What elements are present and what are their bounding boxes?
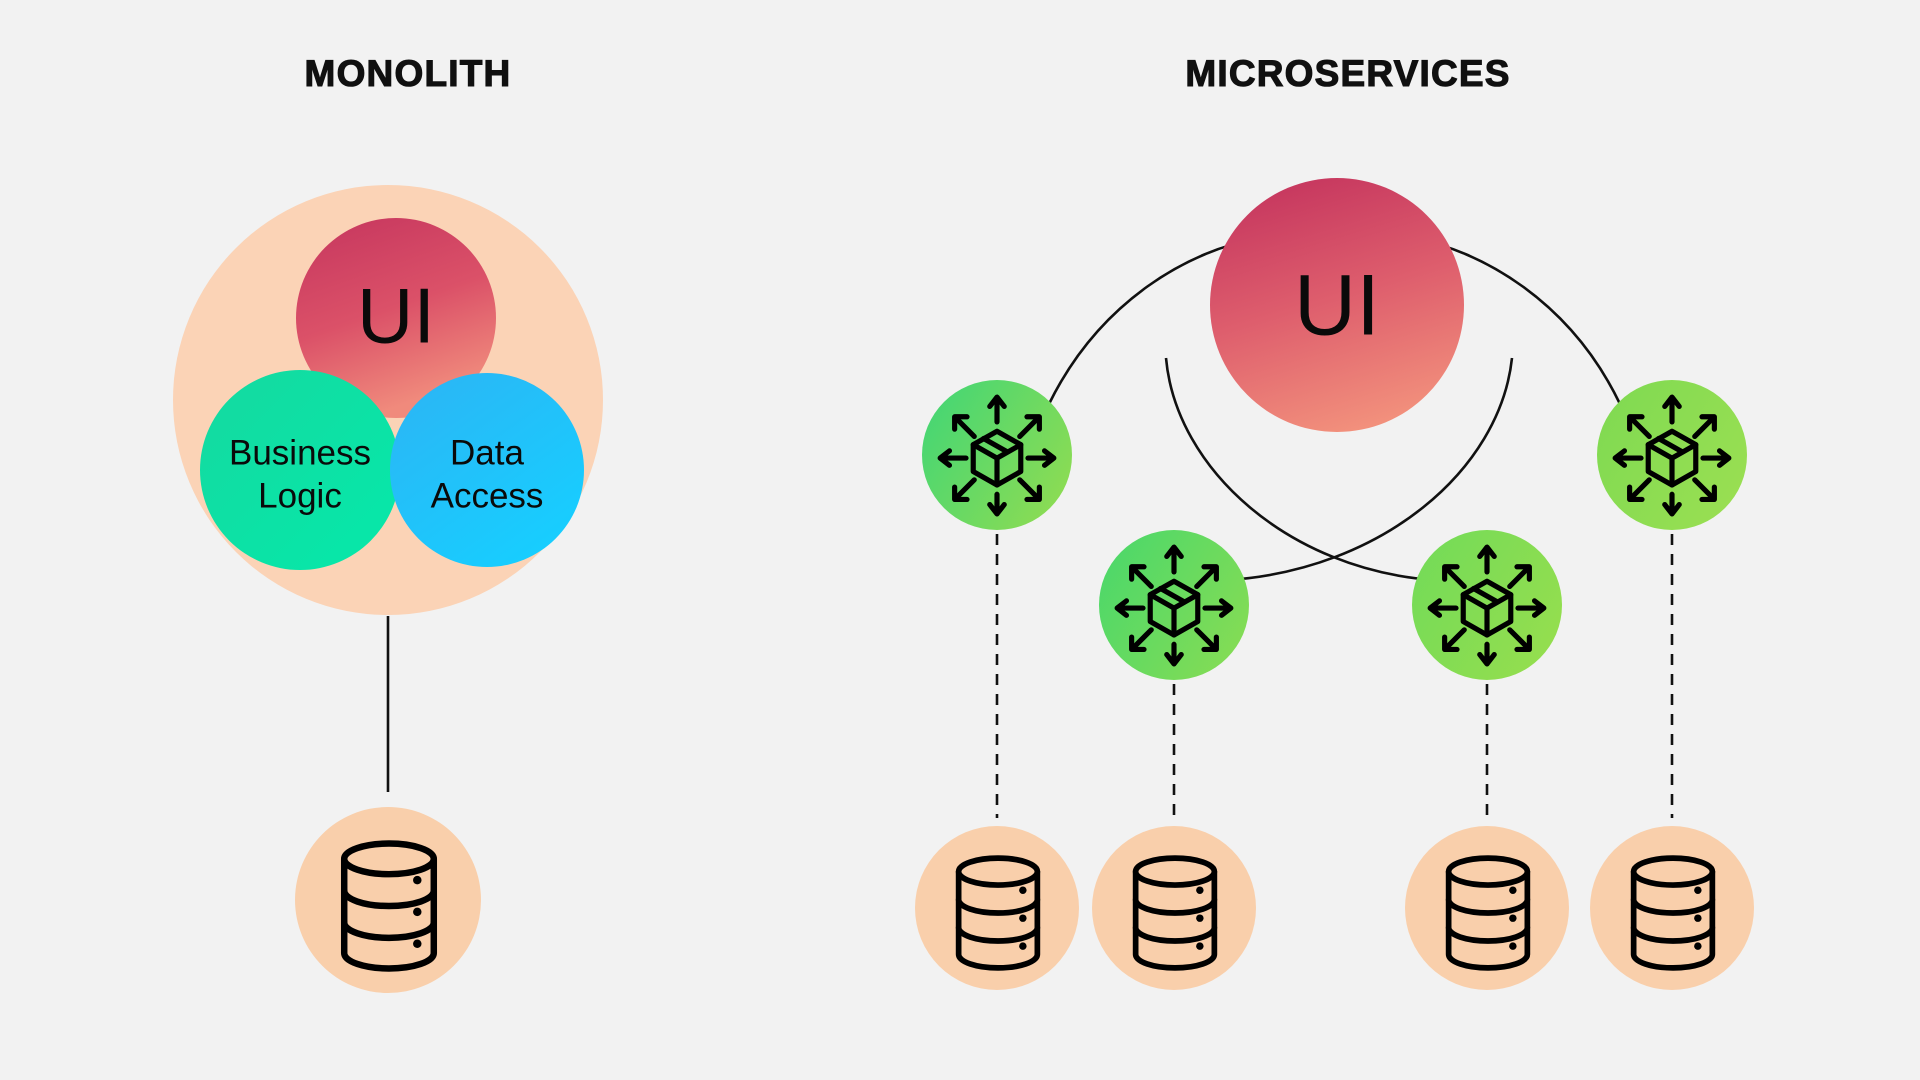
monolith-data-access-label-line1: Data (450, 433, 524, 472)
microservice-node-2[interactable] (1099, 530, 1249, 680)
microservice-database-4[interactable] (1590, 826, 1754, 990)
microservice-database-1[interactable] (915, 826, 1079, 990)
service-node-icon (1430, 547, 1544, 664)
microservice-node-3[interactable] (1412, 530, 1562, 680)
microservices-ui[interactable]: UI (1210, 178, 1464, 432)
monolith-component-data-access[interactable]: Data Access (390, 373, 584, 567)
microservice-database-2[interactable] (1092, 826, 1256, 990)
monolith-data-access-label-line2: Access (431, 476, 544, 515)
monolith-group: UI Business Logic Data Access (173, 185, 603, 993)
monolith-component-ui[interactable]: UI (296, 218, 496, 418)
monolith-database[interactable] (295, 807, 481, 993)
panel-title-microservices: MICROSERVICES (1185, 52, 1511, 94)
link-ui-to-service-3 (1164, 357, 1435, 582)
microservice-node-4[interactable] (1597, 380, 1747, 530)
microservices-db-links (995, 534, 1674, 818)
microservices-ui-label: UI (1294, 258, 1380, 354)
panel-title-monolith: MONOLITH (304, 52, 512, 94)
microservices-group: UI (915, 178, 1754, 990)
microservice-node-1[interactable] (922, 380, 1072, 530)
monolith-business-logic-label-line1: Business (229, 433, 371, 472)
microservice-database-3[interactable] (1405, 826, 1569, 990)
monolith-business-logic-label-line2: Logic (258, 476, 342, 515)
link-ui-to-service-2 (1227, 357, 1514, 582)
monolith-component-business-logic[interactable]: Business Logic (200, 370, 400, 570)
service-node-icon (1117, 547, 1231, 664)
monolith-ui-label: UI (357, 272, 435, 360)
